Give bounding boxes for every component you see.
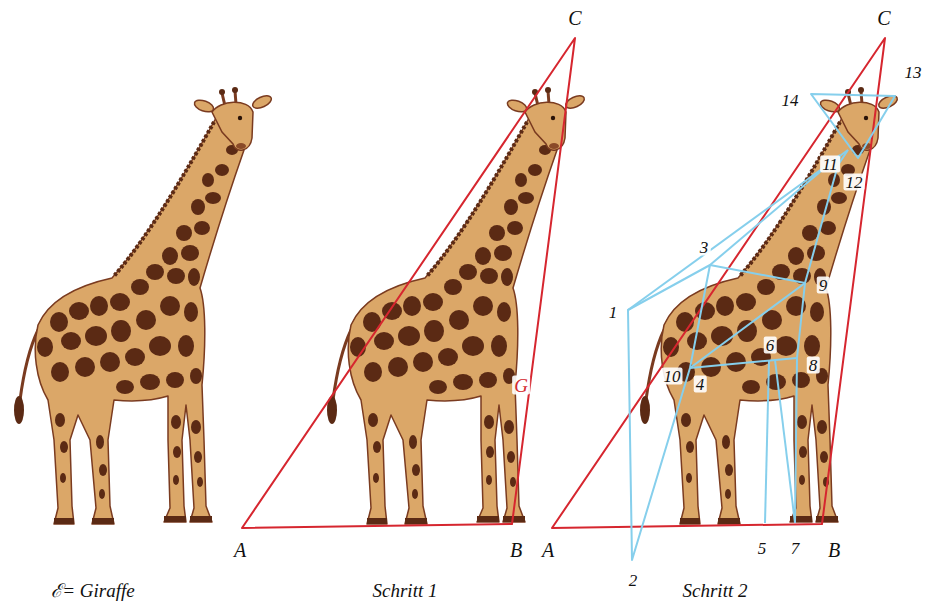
point-label: C [875,8,892,28]
head-triangle [811,94,895,158]
polygon-line [710,155,840,265]
point-label: A [232,540,248,560]
approximation-polygon [628,94,895,560]
point-label: 6 [764,337,777,354]
polygon-line [690,283,805,368]
point-label: B [826,540,842,560]
point-label: C [566,8,583,28]
point-label: 8 [807,357,820,374]
point-label: G [512,376,530,395]
point-label: 4 [694,376,707,393]
point-label: 1 [607,304,620,321]
giraffe-drawing [640,87,899,524]
panel-caption: Schritt 1 [371,581,440,600]
panel-caption: ℰ= Giraffe [49,581,136,600]
point-label: A [540,540,556,560]
point-label: 5 [756,540,769,557]
point-label: 13 [903,64,924,81]
polygon-line [628,265,805,560]
polygon-line [765,360,769,523]
point-label: 2 [627,572,640,589]
point-label: 3 [698,239,711,256]
point-label: B [508,540,524,560]
polygon-line [690,358,797,368]
panel-caption: Schritt 2 [681,581,750,600]
giraffe-drawing [14,87,273,524]
bounding-triangle [552,38,885,528]
point-label: 7 [789,540,802,557]
point-label: 9 [817,277,830,294]
giraffe-drawing [327,87,586,524]
polygon-line [775,360,795,523]
polygon-line [628,150,848,310]
point-label: 11 [820,156,840,173]
point-label: 12 [844,174,865,191]
bounding-triangle [242,38,575,528]
polygon-line [805,150,848,283]
point-label: 14 [780,92,801,109]
point-label: 10 [662,368,683,385]
